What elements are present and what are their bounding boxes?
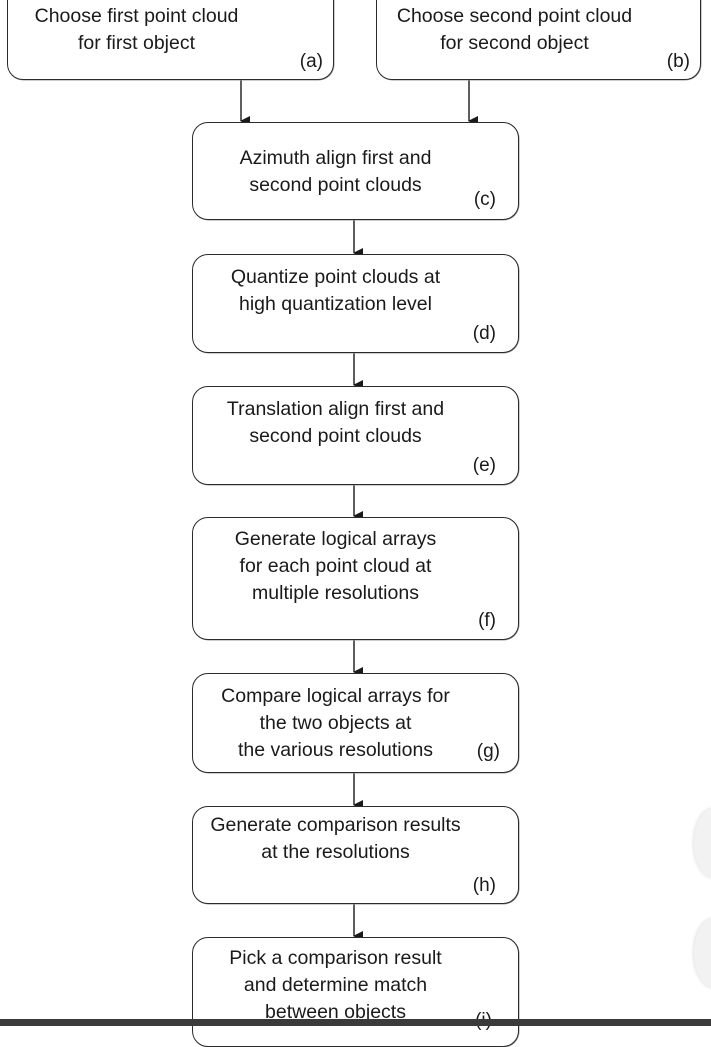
step-a-text: Choose first point cloud for first objec… [34,5,239,54]
step-c-tag: (c) [473,189,496,210]
step-g-box: Compare logical arrays for the two objec… [192,673,519,773]
step-b-tag: (b) [666,51,690,72]
side-scroll-knob-lower [694,918,711,988]
step-f-tag: (f) [478,610,496,631]
step-e-tag: (e) [472,455,496,476]
bottom-edge-bar [0,1019,711,1026]
step-d-box: Quantize point clouds at high quantizati… [192,254,519,353]
step-c-text: Azimuth align first and second point clo… [239,147,432,196]
step-f-box: Generate logical arrays for each point c… [192,517,519,640]
step-c-box: Azimuth align first and second point clo… [192,122,519,220]
step-h-tag: (h) [472,875,496,896]
step-d-tag: (d) [472,323,496,344]
step-a-tag: (a) [299,51,323,72]
step-e-box: Translation align first and second point… [192,386,519,485]
step-b-text: Choose second point cloud for second obj… [396,5,633,54]
step-f-text: Generate logical arrays for each point c… [234,528,437,604]
side-scroll-knob-upper [694,808,711,878]
step-b-box: Choose second point cloud for second obj… [376,0,701,80]
step-e-text: Translation align first and second point… [226,398,445,447]
step-i-text: Pick a comparison result and determine m… [229,947,442,1023]
step-h-box: Generate comparison results at the resol… [192,806,519,904]
step-g-tag: (g) [476,741,500,762]
step-a-box: Choose first point cloud for first objec… [7,0,334,80]
step-d-text: Quantize point clouds at high quantizati… [230,266,441,315]
step-g-text: Compare logical arrays for the two objec… [221,685,450,761]
step-i-box: Pick a comparison result and determine m… [192,937,519,1047]
step-h-text: Generate comparison results at the resol… [210,814,461,863]
